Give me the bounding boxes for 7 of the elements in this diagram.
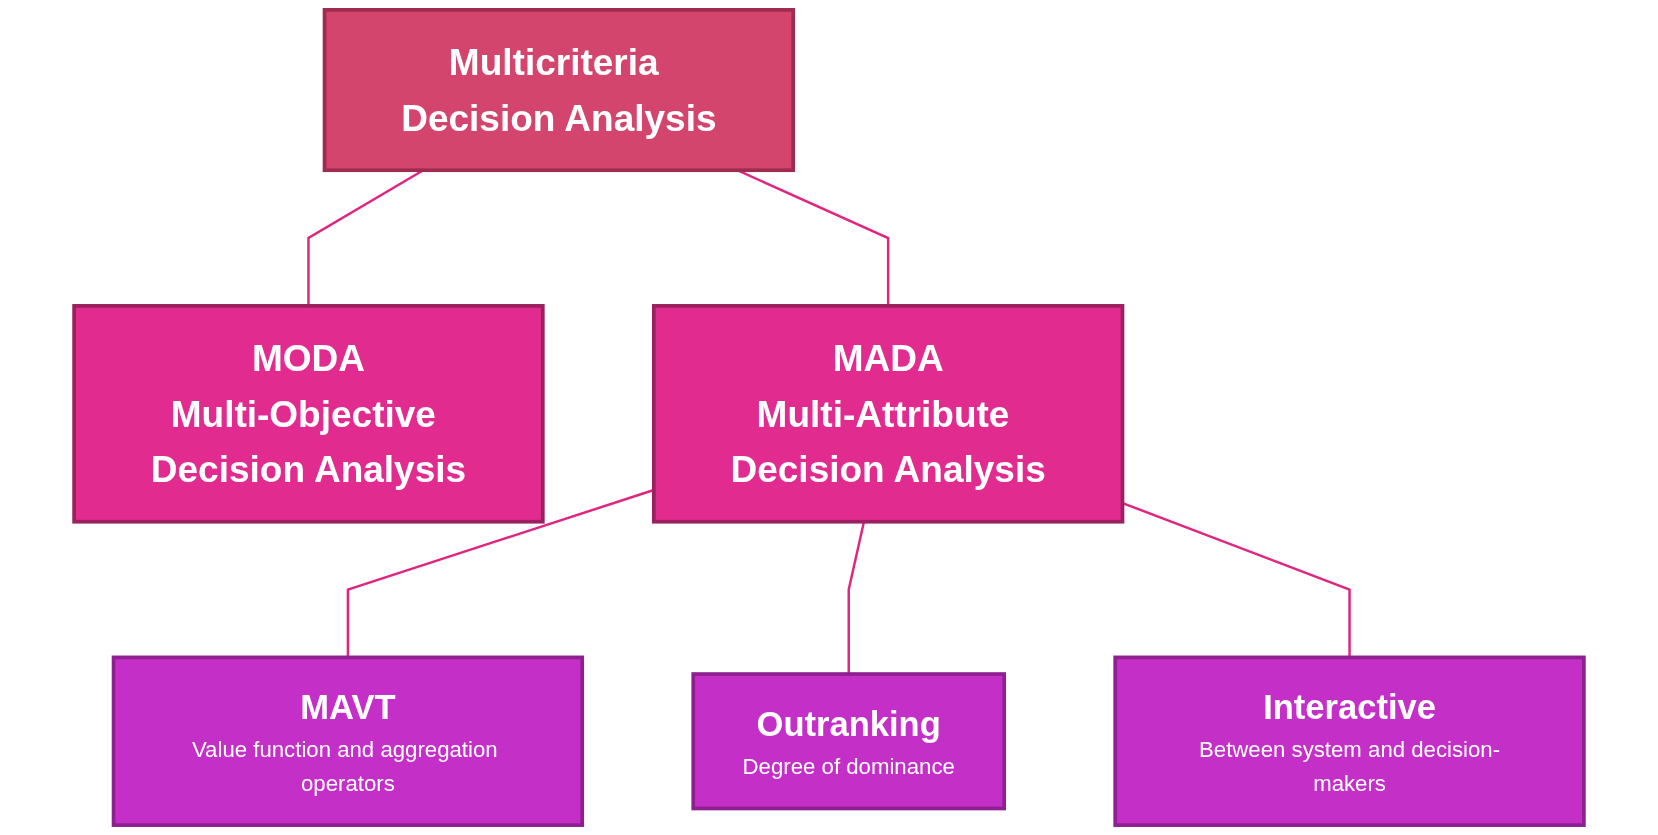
node-box: Interactive Between system and decision-makers — [1113, 655, 1586, 827]
node-box: MAVT Value function and aggregation operators — [111, 655, 585, 827]
connector — [847, 521, 866, 675]
node-box: MADA Multi-Attribute Decision Analysis — [651, 304, 1125, 524]
node-box: Multicriteria Decision Analysis — [322, 8, 796, 173]
node-box: Outranking Degree of dominance — [691, 672, 1007, 811]
node-box: MODA Multi-Objective Decision Analysis — [72, 304, 545, 524]
